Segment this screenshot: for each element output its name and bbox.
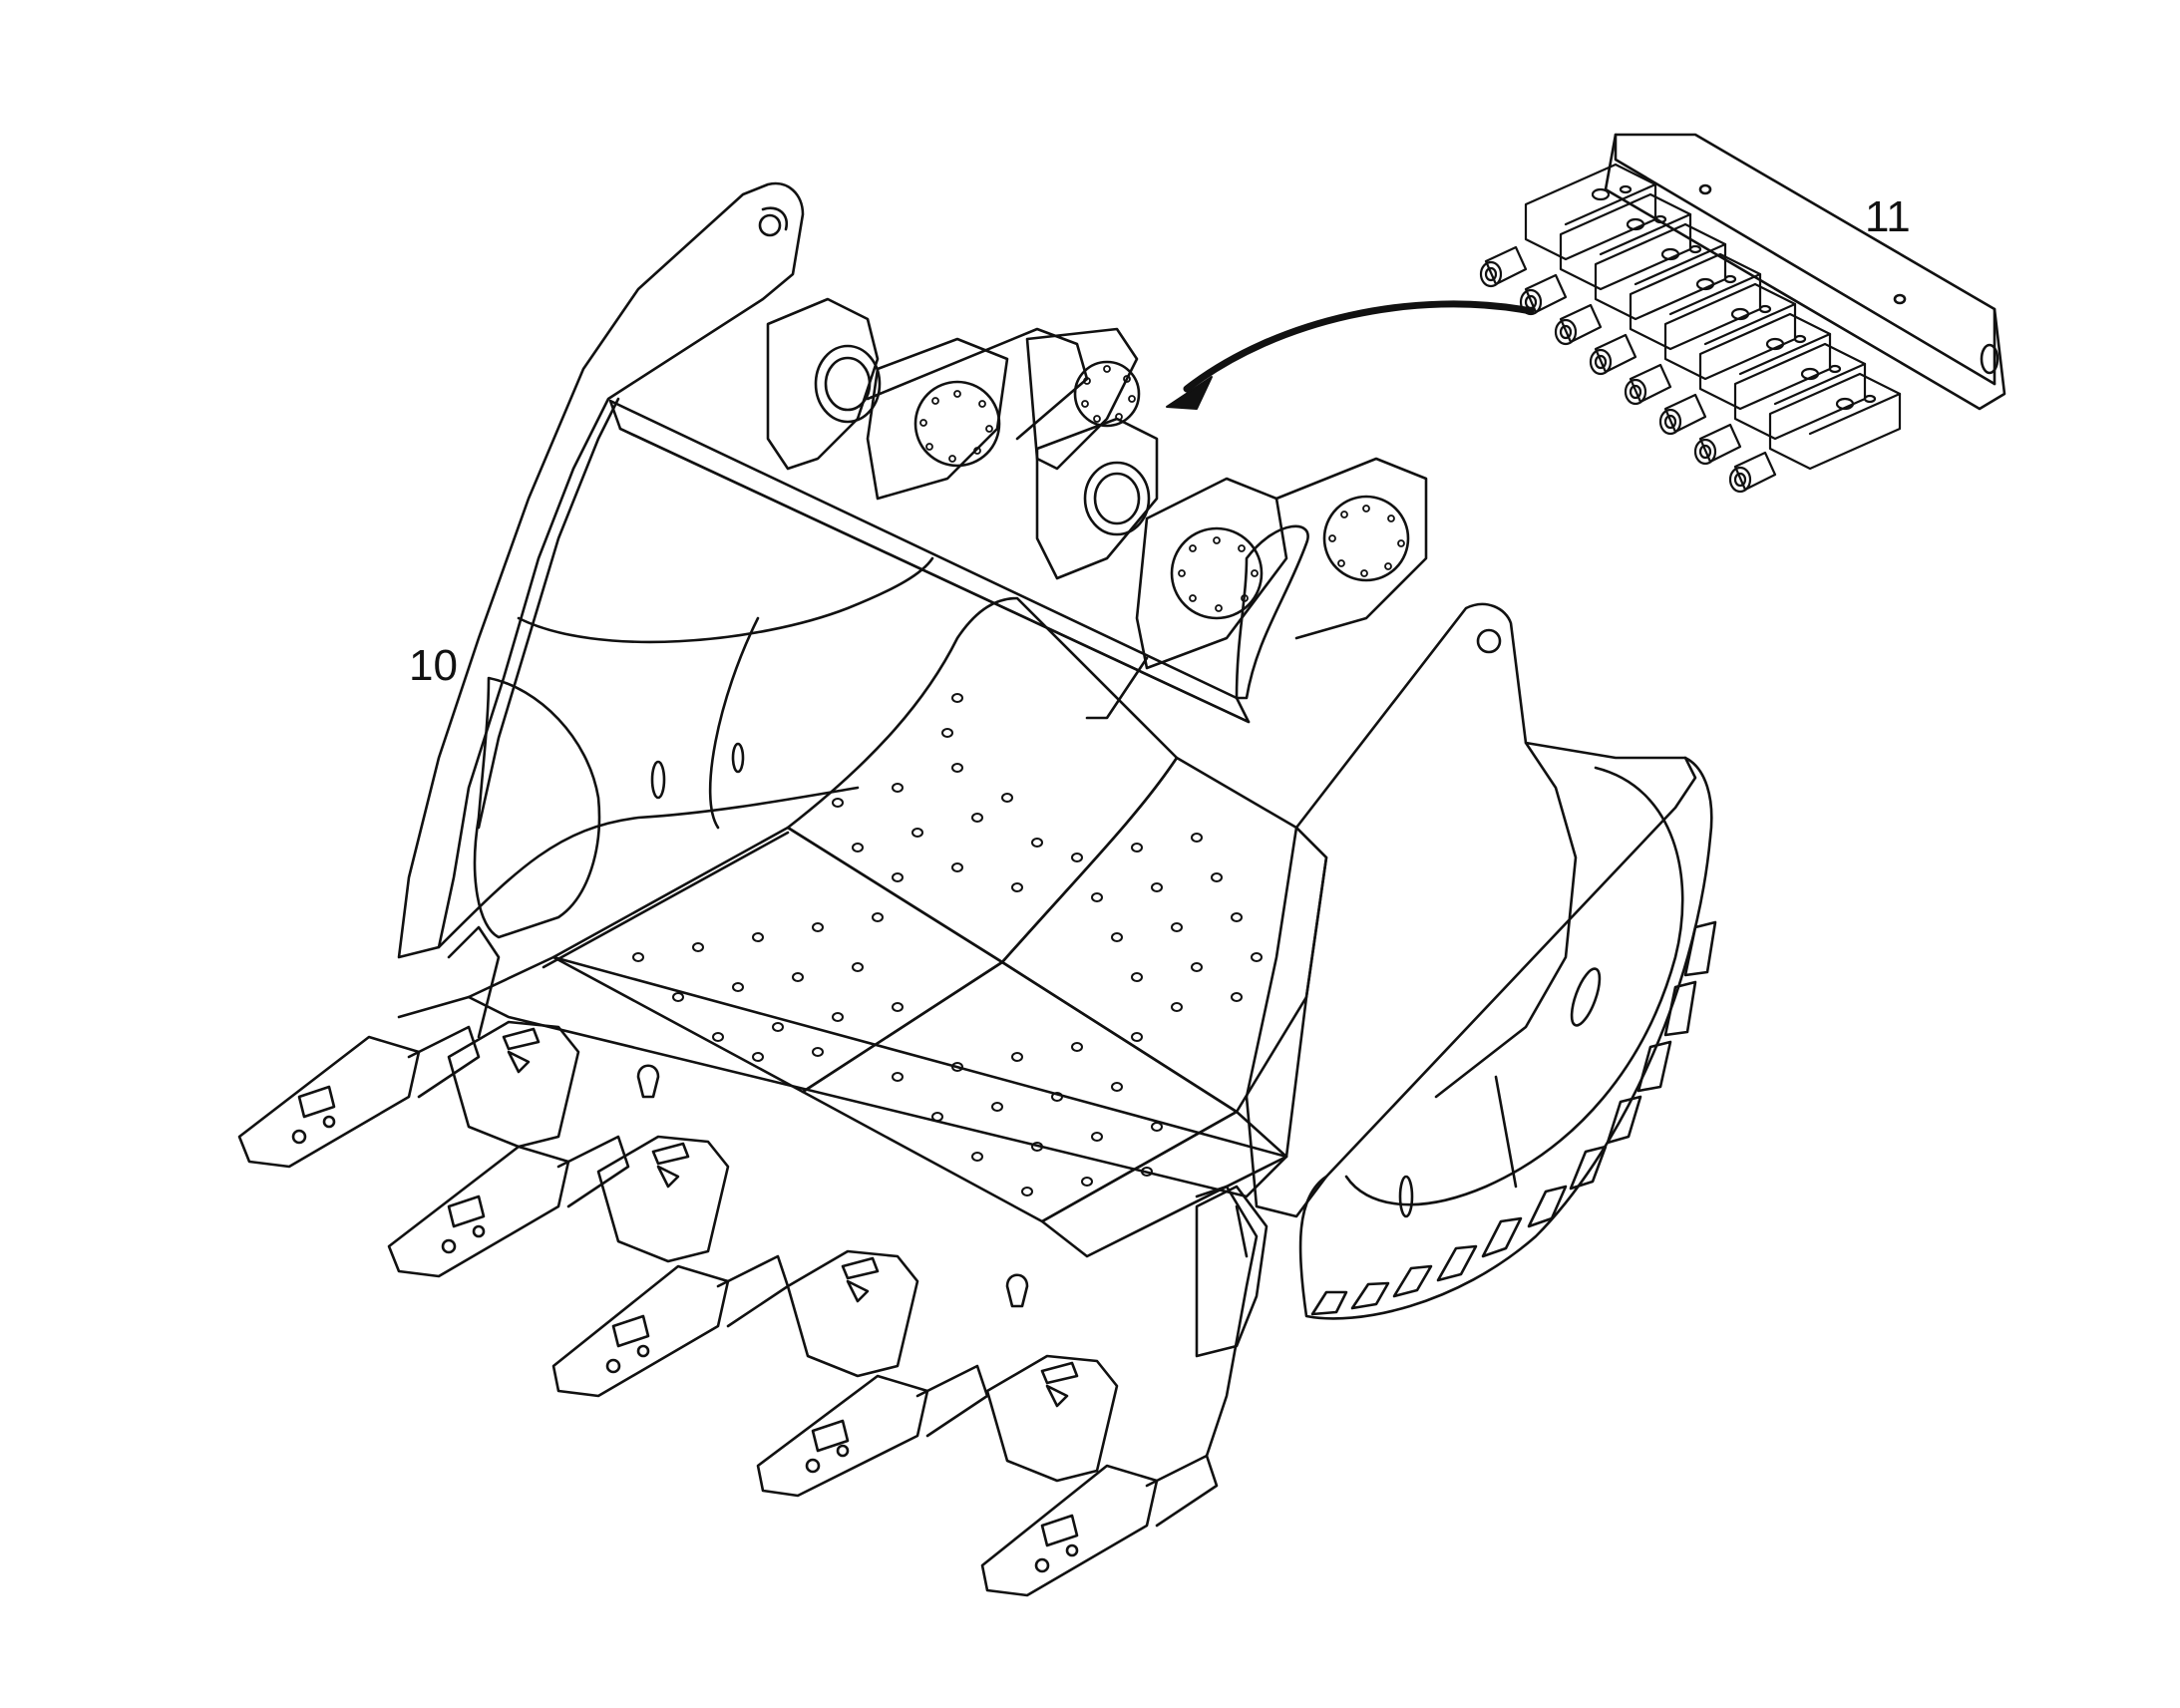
hinge-lugs	[768, 299, 1426, 718]
cutting-lip	[469, 957, 1286, 1196]
callout-label-lubrication-block: 11	[1865, 192, 1911, 241]
right-wrapper	[1300, 758, 1711, 1318]
distributor-sections	[1526, 165, 1900, 469]
callout-label-bucket: 10	[409, 641, 458, 690]
right-corner-adapter	[1197, 1187, 1267, 1356]
tooth-4	[758, 1366, 987, 1496]
tooth-1	[239, 927, 499, 1167]
lubrication-distributor-block	[1481, 135, 2004, 492]
left-side-plate	[399, 183, 803, 957]
tooth-3	[553, 1256, 788, 1396]
tooth-5	[982, 1187, 1257, 1595]
lip-shrouds	[449, 1022, 1117, 1481]
floor-liner-front-right	[803, 962, 1237, 1221]
heel-wear-blocks	[1312, 922, 1715, 1314]
left-cheek	[475, 678, 599, 937]
floor-liner-rear-left	[788, 598, 1177, 962]
floor-liner-rear-right	[1002, 758, 1326, 1112]
excavator-bucket	[239, 183, 1715, 1595]
floor-liner-front-left	[553, 828, 1002, 1092]
tooth-2	[389, 1137, 628, 1276]
liner-bolt-holes	[633, 694, 1262, 1196]
callout-arrow	[1167, 304, 1531, 409]
grease-fittings	[1481, 247, 1775, 492]
bucket-teeth	[239, 927, 1257, 1595]
right-side-plate	[1247, 604, 1695, 1216]
back-wrapper	[519, 558, 932, 642]
